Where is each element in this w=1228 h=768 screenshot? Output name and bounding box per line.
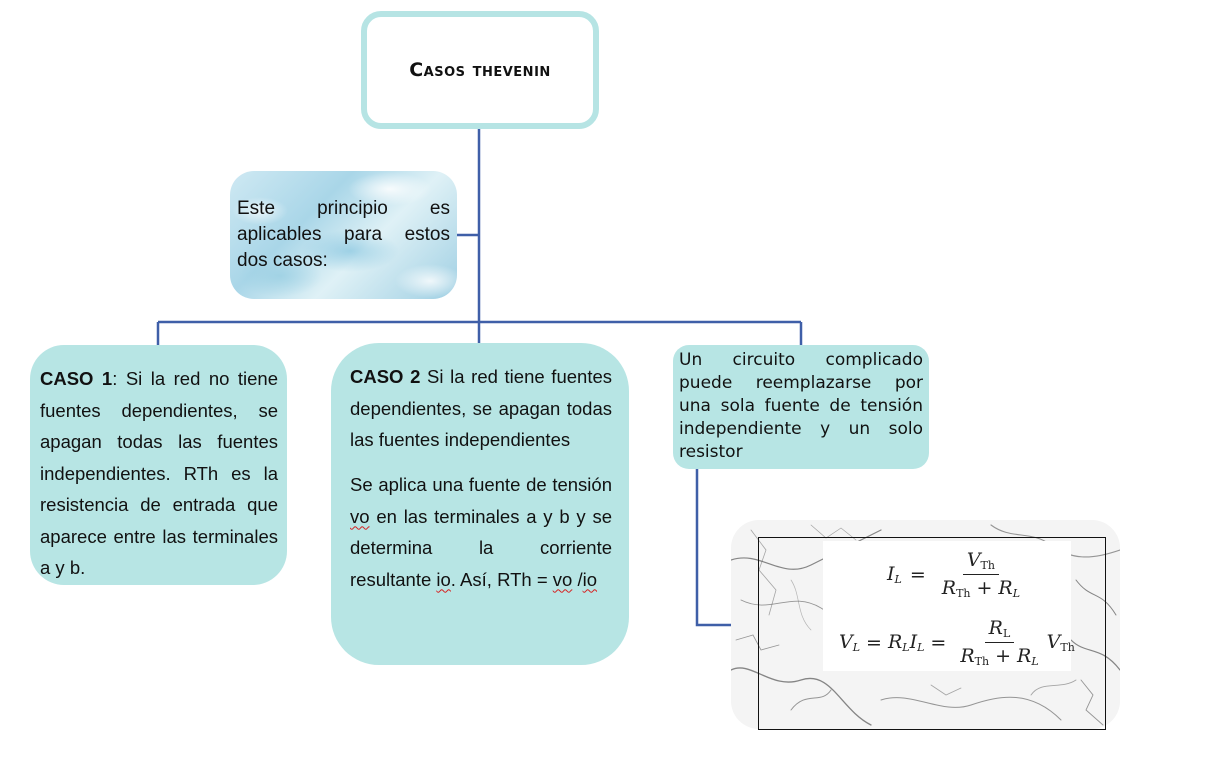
f2-num-var: R (988, 617, 1003, 639)
f2-mid-var2: I (909, 631, 918, 653)
case2-p2-middle: en las terminales a y b y se determina l… (350, 505, 612, 590)
case1-label: CASO 1 (40, 368, 113, 389)
case2-paragraph-2: Se aplica una fuente de tensión vo en la… (350, 469, 612, 595)
f1-den-sub2: L (1012, 587, 1021, 600)
f2-den-var2: R (1017, 645, 1032, 667)
f2-den-sub2: L (1031, 655, 1039, 668)
formula-panel: IL = VTh RTh+RL VL = RLIL = RL RTh+RL VT… (823, 541, 1075, 671)
case2-paragraph-1: CASO 2 Si la red tiene fuentes dependien… (350, 361, 612, 456)
f2-den-var1: R (960, 645, 975, 667)
f1-den-var2: R (998, 577, 1013, 599)
spellcheck-vo: vo (350, 505, 370, 527)
f2-den-plus: + (995, 645, 1011, 667)
f2-mid-sub2: L (917, 641, 925, 654)
f1-den-sub1: Th (956, 587, 971, 600)
f2-tail-sub: Th (1060, 641, 1075, 654)
marble-veins (731, 524, 1120, 726)
f2-mid-var1: R (887, 631, 903, 653)
case2-slash: / (572, 568, 583, 590)
formula-frame (758, 537, 1106, 730)
f2-num-sub: L (1002, 627, 1011, 640)
f2-den-sub1: Th (974, 655, 990, 668)
case1-text: CASO 1: Si la red no tiene fuentes depen… (40, 363, 278, 584)
f2-mid-sub1: L (902, 641, 910, 654)
case3-node: Un circuito complicado puede reemplazars… (673, 345, 929, 469)
title-node: Casos thevenin (361, 11, 599, 129)
formula-branch-line (695, 469, 731, 627)
case1-body: : Si la red no tiene fuentes dependiente… (40, 368, 278, 578)
f1-lhs-var: I (887, 563, 895, 585)
spellcheck-io-2: io (582, 568, 597, 590)
f2-lhs-sub: L (852, 641, 861, 654)
case2-body: Si la red tiene fuentes dependientes, se… (350, 366, 612, 450)
f2-tail-var: V (1046, 631, 1061, 653)
f2-eq2: = (930, 631, 947, 654)
case1-node: CASO 1: Si la red no tiene fuentes depen… (30, 345, 287, 585)
case3-text: Un circuito complicado puede reemplazars… (679, 350, 923, 462)
page-title: Casos thevenin (409, 59, 551, 81)
f1-num-sub: Th (980, 559, 995, 572)
spellcheck-vo-2: vo (552, 568, 573, 590)
case2-p2-before: Se aplica una fuente de tensión (350, 474, 612, 495)
spellcheck-io: io (436, 568, 451, 590)
f1-num-var: V (966, 549, 981, 571)
f2-eq1: = (866, 631, 882, 654)
f1-den-var1: R (941, 577, 957, 599)
f2-lhs-var: V (839, 631, 853, 653)
intro-node: Este principio es aplicables para estos … (230, 171, 457, 299)
case2-label: CASO 2 (350, 366, 421, 387)
f1-fraction: VTh RTh+RL (938, 549, 1024, 600)
case2-node: CASO 2 Si la red tiene fuentes dependien… (331, 343, 629, 665)
f1-den-plus: + (976, 577, 993, 599)
formula-load-voltage: VL = RLIL = RL RTh+RL VTh (839, 617, 1075, 668)
f2-fraction: RL RTh+RL (956, 617, 1042, 668)
f1-eq: = (909, 563, 926, 586)
formula-load-current: IL = VTh RTh+RL (887, 549, 1028, 600)
case2-p2-after: . Así, RTh = (450, 568, 553, 590)
intro-text: Este principio es aplicables para estos … (237, 198, 450, 271)
f1-lhs-sub: L (894, 573, 902, 586)
